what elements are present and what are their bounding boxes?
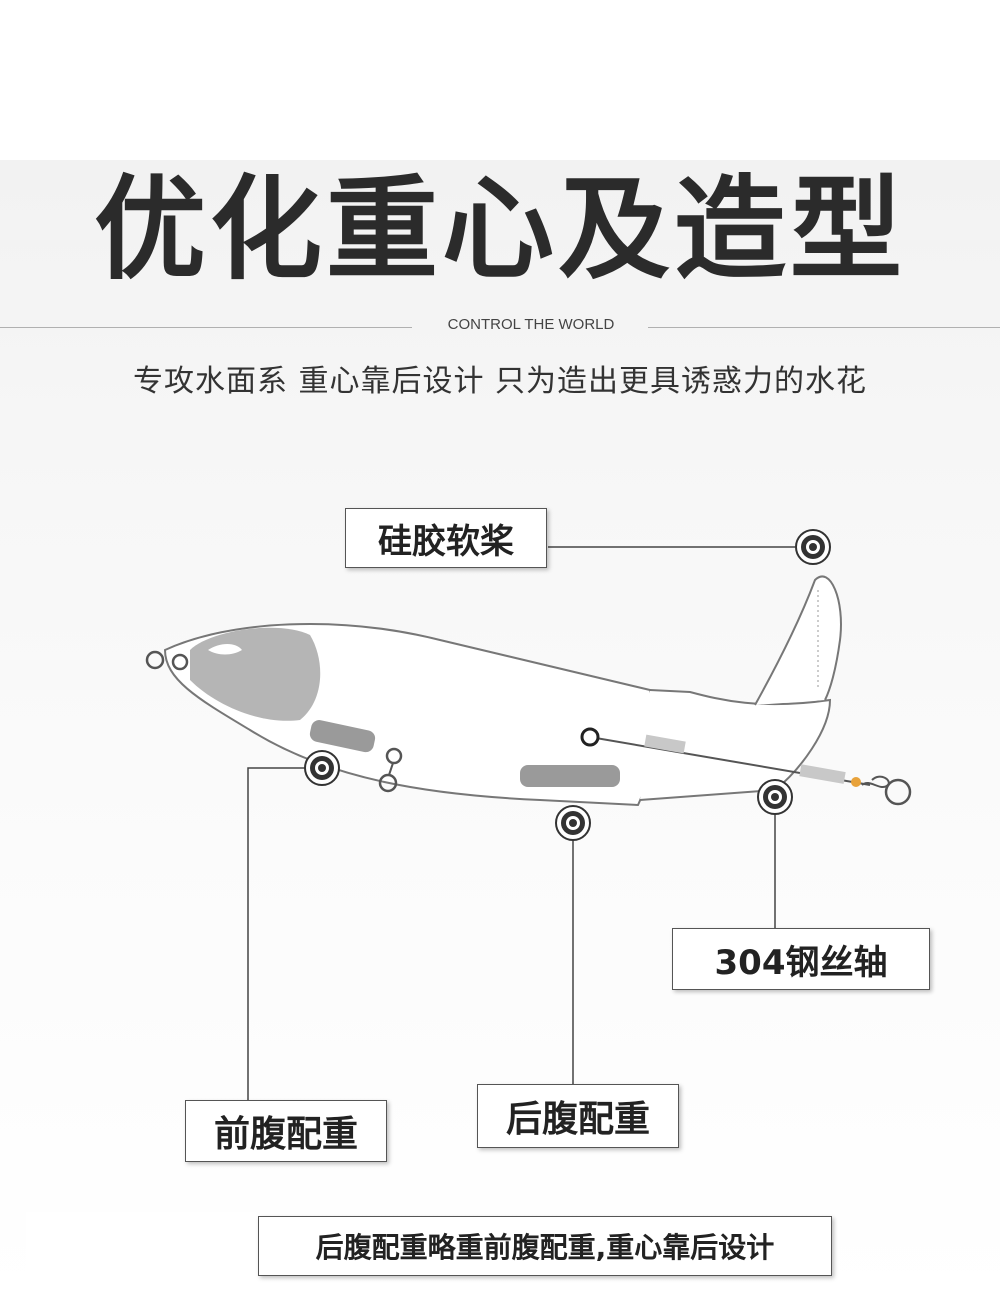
subtitle: CONTROL THE WORLD <box>447 316 615 333</box>
front-weight-target-marker <box>304 750 340 786</box>
leader-lines <box>247 546 795 1100</box>
target-markers <box>304 529 831 841</box>
page-title: 优化重心及造型 <box>94 165 906 295</box>
front-weight-leader-line <box>247 767 310 1100</box>
blank-patch <box>26 1212 256 1292</box>
front-weight-label: 前腹配重 <box>185 1100 387 1162</box>
shaft-label: 304钢丝轴 <box>672 928 930 990</box>
shaft-eyelet <box>580 727 600 747</box>
rear-weight-target-marker <box>555 805 591 841</box>
paddle-label: 硅胶软桨 <box>345 508 547 568</box>
divider-right <box>648 327 1000 328</box>
divider-left <box>0 327 412 328</box>
shaft-target-marker <box>757 779 793 815</box>
slogan: 专攻水面系 重心靠后设计 只为造出更具诱惑力的水花 <box>132 364 868 399</box>
summary-label: 后腹配重略重前腹配重,重心靠后设计 <box>258 1216 832 1276</box>
paddle-target-marker <box>795 529 831 565</box>
rear-weight-label: 后腹配重 <box>477 1084 679 1148</box>
lure-body <box>145 575 912 807</box>
